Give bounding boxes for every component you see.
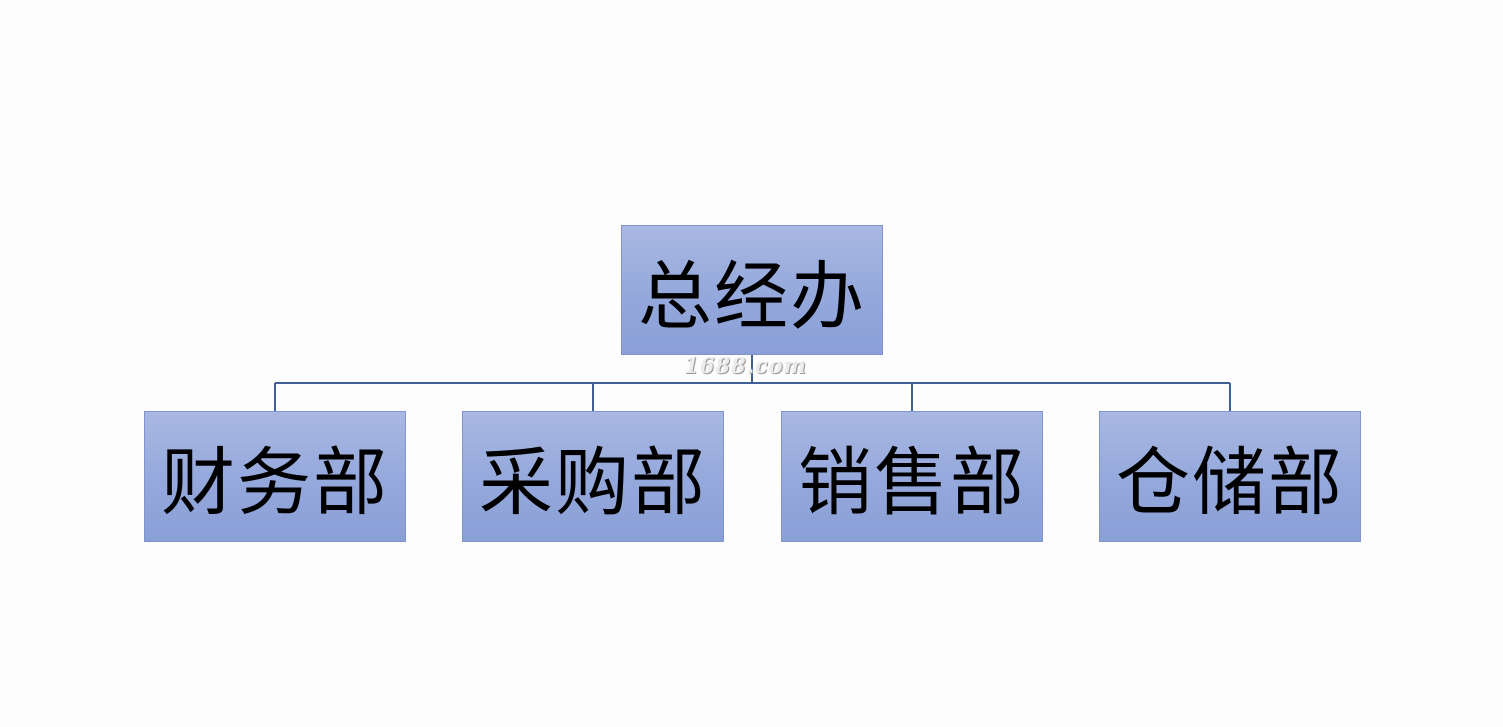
watermark-text: 1688.com xyxy=(684,353,807,378)
root-node-general-office: 总经办 xyxy=(621,225,883,355)
child-node-warehouse: 仓储部 xyxy=(1099,411,1361,542)
child-node-label: 采购部 xyxy=(479,440,707,526)
child-node-finance: 财务部 xyxy=(144,411,406,542)
child-node-label: 销售部 xyxy=(798,440,1026,526)
child-node-label: 财务部 xyxy=(161,440,389,526)
child-node-purchasing: 采购部 xyxy=(462,411,724,542)
root-node-label: 总经办 xyxy=(638,253,866,340)
child-node-sales: 销售部 xyxy=(781,411,1043,542)
child-node-label: 仓储部 xyxy=(1116,440,1344,526)
